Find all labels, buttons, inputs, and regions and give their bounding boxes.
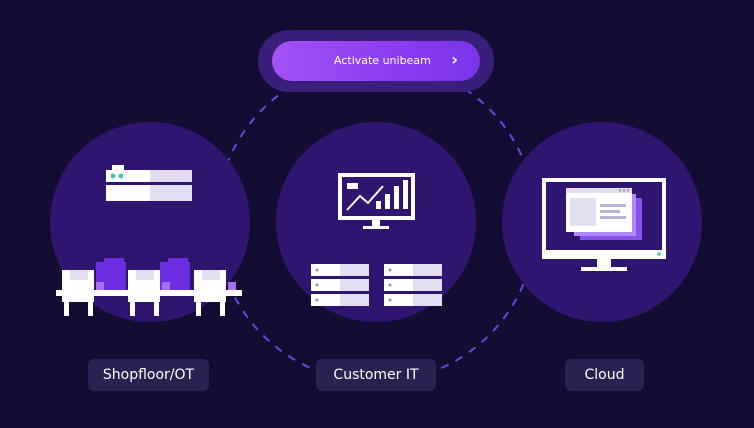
shopfloor-label-box: Shopfloor/OT: [88, 359, 209, 391]
customer-it-label: Customer IT: [333, 367, 419, 383]
machine-1: [62, 270, 104, 316]
server-rack-left: [311, 264, 369, 306]
activate-unibeam-label: Activate unibeam: [334, 54, 431, 67]
analytics-monitor-icon: [338, 173, 415, 229]
monitor-icon: [542, 178, 666, 271]
server-rack-right: [384, 264, 442, 306]
cloud-label-box: Cloud: [565, 359, 644, 391]
chevron-right-icon: ›: [451, 50, 458, 69]
factory-icon: [56, 258, 242, 316]
shopfloor-label: Shopfloor/OT: [102, 367, 195, 383]
rack-unit-icon: [106, 165, 192, 201]
cloud-label: Cloud: [584, 367, 625, 383]
activate-unibeam-button[interactable]: Activate unibeam ›: [272, 41, 480, 81]
customer-it-label-box: Customer IT: [316, 359, 436, 391]
machine-2: [128, 270, 170, 316]
server-icon: [311, 264, 442, 306]
machine-3: [194, 270, 236, 316]
